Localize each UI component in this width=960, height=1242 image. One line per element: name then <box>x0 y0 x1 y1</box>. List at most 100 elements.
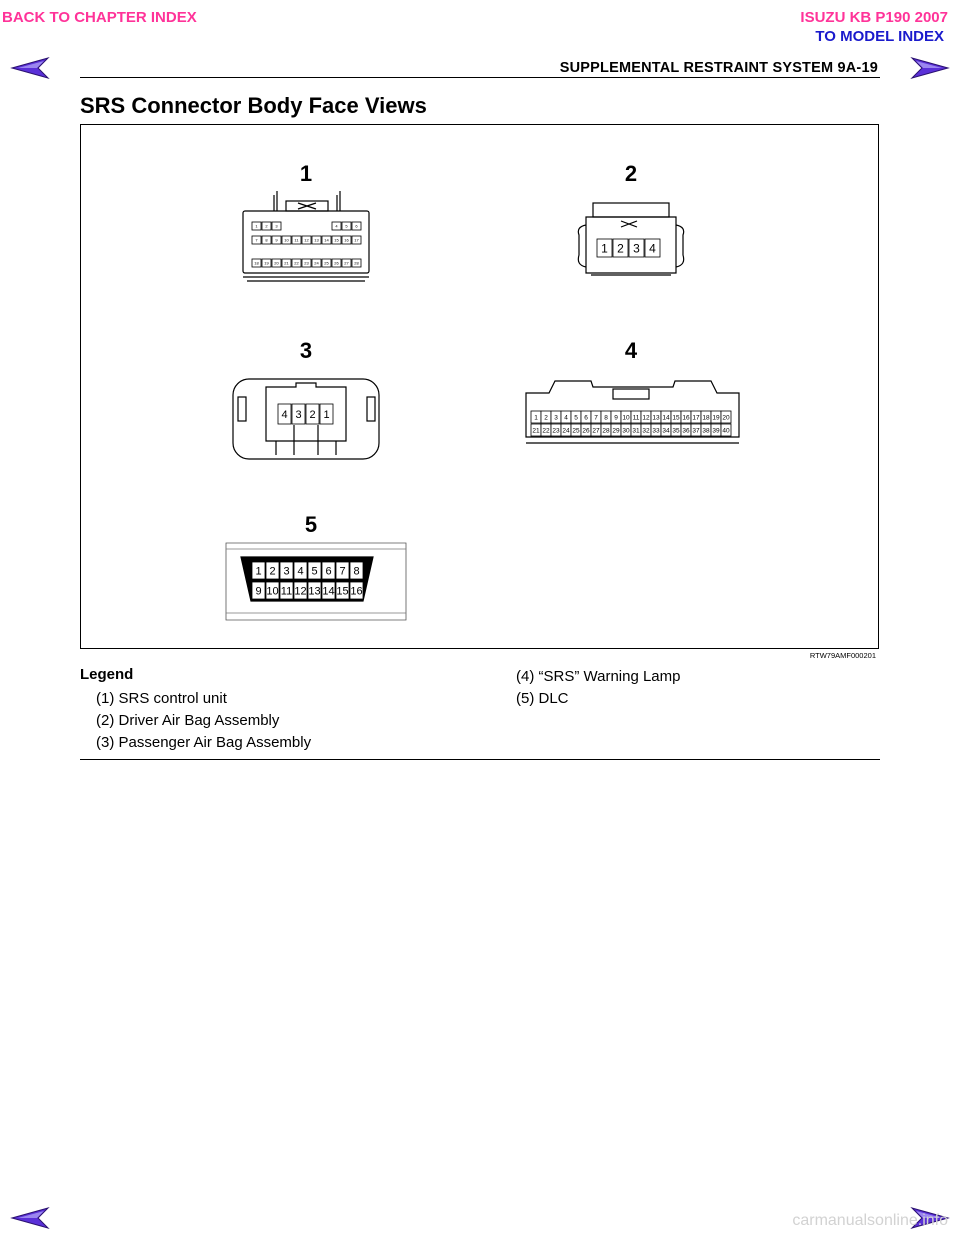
connector-1-body <box>242 191 370 282</box>
connector-5-pin-1-cell <box>251 561 266 580</box>
legend-heading: Legend <box>80 666 134 683</box>
next-page-arrow-bottom-icon[interactable] <box>910 1206 950 1230</box>
connector-5-pin-3-cell <box>279 561 294 580</box>
connector-1-pin-12-cell <box>301 235 312 245</box>
connector-1-pin-14-label: 14 <box>324 237 329 242</box>
connector-1-pin-17-cell <box>351 235 362 245</box>
connector-4-pin-35-label: 35 <box>672 427 680 434</box>
connector-1-pin-12-label: 12 <box>304 237 309 242</box>
connector-1-pin-3-cell <box>271 221 282 231</box>
connector-5-pin-5-cell <box>307 561 322 580</box>
page-title: SRS Connector Body Face Views <box>80 93 427 118</box>
connector-1-pin-8-cell <box>261 235 272 245</box>
connector-5-pin-7-label: 7 <box>339 565 345 577</box>
connector-1-pin-1-cell <box>251 221 262 231</box>
connector-5-pin-15-label: 15 <box>336 585 348 597</box>
connector-5-pin-11-label: 11 <box>281 585 292 597</box>
connector-1-pin-20-cell <box>271 258 282 268</box>
connector-1-pin-5-label: 5 <box>345 223 348 228</box>
connector-3-pin-1-cell <box>319 403 334 425</box>
connector-1-pin-2-cell <box>261 221 272 231</box>
connector-5-pin-14-cell <box>321 581 336 600</box>
connector-4-pin-7-label: 7 <box>594 414 598 421</box>
connector-5-pin-9-cell <box>251 581 266 600</box>
connector-5-pin-15-cell <box>335 581 350 600</box>
connector-4-pin-12-label: 12 <box>642 414 650 421</box>
connector-1-label: 1 <box>300 161 312 186</box>
connector-4-pin-10-label: 10 <box>622 414 630 421</box>
connector-1-pin-28-label: 28 <box>354 260 359 265</box>
connector-5-pin-10-cell <box>265 581 280 600</box>
connector-1-pin-17-label: 17 <box>354 237 359 242</box>
connector-1-pin-27-cell <box>341 258 352 268</box>
legend-item-srs-control-unit: (1) SRS control unit <box>96 690 227 707</box>
connector-4-pin-26-label: 26 <box>582 427 590 434</box>
connector-4-pin-30-label: 30 <box>622 427 630 434</box>
connector-4-pin-6-label: 6 <box>584 414 588 421</box>
connector-1-pin-15-label: 15 <box>334 237 339 242</box>
connector-1-pin-26-cell <box>331 258 342 268</box>
connector-5-body <box>225 542 407 621</box>
connector-5-pin-13-cell <box>307 581 322 600</box>
prev-page-arrow-icon[interactable] <box>10 56 50 80</box>
connector-5-pin-14-label: 14 <box>322 585 334 597</box>
legend-item-dlc: (5) DLC <box>516 690 569 707</box>
connector-1-pin-19-label: 19 <box>264 260 269 265</box>
header-rule <box>80 77 880 78</box>
connector-4-pin-3-label: 3 <box>554 414 558 421</box>
connector-3-pin-1-label: 1 <box>323 409 329 421</box>
connector-1-pin-25-cell <box>321 258 332 268</box>
connector-2-pin-1-label: 1 <box>601 241 608 255</box>
connector-3-label: 3 <box>300 338 312 363</box>
connector-4-pin-20-label: 20 <box>722 414 730 421</box>
connector-4-pin-29-label: 29 <box>612 427 620 434</box>
connector-4-pin-28-label: 28 <box>602 427 610 434</box>
connector-1-pin-10-label: 10 <box>284 237 289 242</box>
connector-1-pin-16-label: 16 <box>344 237 349 242</box>
connector-4-pin-23-label: 23 <box>552 427 560 434</box>
connector-5-pin-16-label: 16 <box>350 585 362 597</box>
prev-page-arrow-bottom-icon[interactable] <box>10 1206 50 1230</box>
connector-5-pin-11-cell <box>279 581 294 600</box>
connector-5-pin-6-cell <box>321 561 336 580</box>
connector-4-pin-36-label: 36 <box>682 427 690 434</box>
connector-4-pin-18-label: 18 <box>702 414 710 421</box>
connector-4-pin-32-label: 32 <box>642 427 650 434</box>
legend-item-warning-lamp: (4) “SRS” Warning Lamp <box>516 668 681 685</box>
connector-4-pin-16-label: 16 <box>682 414 690 421</box>
connector-5-pin-8-label: 8 <box>353 565 359 577</box>
model-title-link[interactable]: ISUZU KB P190 2007 <box>800 9 948 26</box>
to-model-index-link[interactable]: TO MODEL INDEX <box>815 28 944 45</box>
back-to-chapter-index-link[interactable]: BACK TO CHAPTER INDEX <box>2 9 197 26</box>
connector-1-pin-19-cell <box>261 258 272 268</box>
connector-4-pin-19-label: 19 <box>712 414 720 421</box>
connector-2-pin-4-label: 4 <box>649 241 656 255</box>
connector-2-pin-4-cell <box>644 238 661 258</box>
connector-4-pin-40-label: 40 <box>722 427 730 434</box>
next-page-arrow-icon[interactable] <box>910 56 950 80</box>
connector-1-pin-4-label: 4 <box>335 223 338 228</box>
connector-5-pin-13-label: 13 <box>308 585 320 597</box>
connector-1-pin-1-label: 1 <box>255 223 258 228</box>
connector-5-pin-6-label: 6 <box>325 565 331 577</box>
connector-2-pin-3-label: 3 <box>633 241 640 255</box>
connector-2-pin-1-cell <box>596 238 613 258</box>
connector-2-body <box>577 202 685 276</box>
connector-1-pin-24-label: 24 <box>314 260 319 265</box>
connector-3-pin-3-label: 3 <box>295 409 301 421</box>
connector-4-pin-37-label: 37 <box>692 427 700 434</box>
connector-1-pin-21-label: 21 <box>284 260 289 265</box>
connector-1-pin-27-label: 27 <box>344 260 349 265</box>
connector-1-pin-2-label: 2 <box>265 223 268 228</box>
connector-3-pin-2-cell <box>305 403 320 425</box>
figure-code: RTW79AMF000201 <box>809 651 876 660</box>
connector-1-pin-23-label: 23 <box>304 260 309 265</box>
connector-4-pin-20-cell <box>720 410 732 424</box>
bottom-rule <box>80 759 880 760</box>
connector-4-pin-21-label: 21 <box>532 427 540 434</box>
connector-1-pin-7-cell <box>251 235 262 245</box>
connector-4-pin-17-label: 17 <box>692 414 700 421</box>
connector-1-pin-21-cell <box>281 258 292 268</box>
